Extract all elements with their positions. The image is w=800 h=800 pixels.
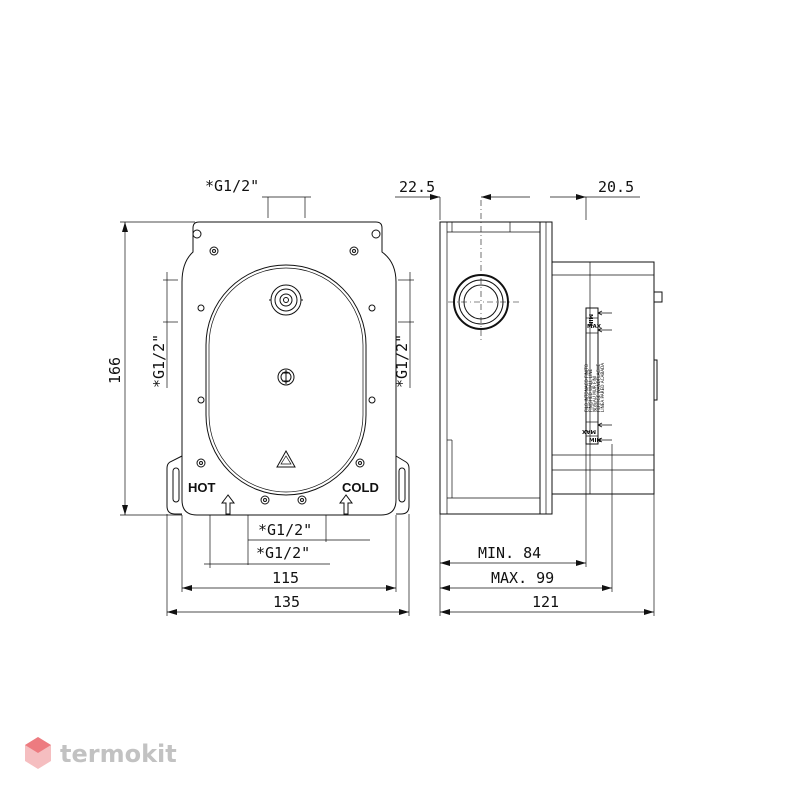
side-box-body <box>439 221 541 515</box>
dim-total-depth: 121 <box>532 593 559 611</box>
svg-text:LINEA PARED ACABADA: LINEA PARED ACABADA <box>600 363 605 412</box>
brand-name: termokit <box>60 740 177 768</box>
svg-text:NIVEAU MUR FINI: NIVEAU MUR FINI <box>592 376 597 412</box>
cover-plate <box>205 264 367 496</box>
dim-min-depth: MIN. 84 <box>478 544 541 562</box>
warning-triangle-icon <box>276 449 296 468</box>
hot-label: HOT <box>188 480 216 495</box>
cold-label: COLD <box>342 480 379 495</box>
dim-side-top-left: 22.5 <box>399 178 435 196</box>
svg-text:MAX: MAX <box>587 324 602 330</box>
screw-heads <box>196 246 376 505</box>
mount-hole-top-left <box>192 229 202 239</box>
foot-right <box>395 455 410 515</box>
svg-text:FILO INTONACO FINITO: FILO INTONACO FINITO <box>584 363 589 412</box>
wall-gauge-text: FILO INTONACO FINITO FINISHED WALL LINE … <box>584 363 605 412</box>
dim-top-thread: *G1/2" <box>205 177 259 195</box>
dim-height: 166 <box>106 357 124 384</box>
front-view: HOT COLD *G1/2" *G1/2" *G1/2" 166 <box>106 177 414 616</box>
foot-left <box>166 455 183 515</box>
wall-gauge-plate <box>585 307 599 445</box>
side-port-fitting <box>453 274 509 330</box>
dim-outer-width: 135 <box>273 593 300 611</box>
brand-logo-icon <box>25 737 51 769</box>
dim-bottom-thread-1: *G1/2" <box>258 521 312 539</box>
svg-text:MIN: MIN <box>587 314 593 327</box>
center-plug <box>277 368 295 386</box>
side-view: MIN MAX MAX MIN FILO INTONACO FINITO FIN… <box>395 178 663 616</box>
spindle-fitting <box>269 284 303 316</box>
dim-side-thread-left: *G1/2" <box>150 334 168 388</box>
dim-side-top-right: 20.5 <box>598 178 634 196</box>
svg-text:MAX: MAX <box>581 428 596 434</box>
svg-text:FINISHED WALL LINE: FINISHED WALL LINE <box>588 369 593 412</box>
brand-logo: termokit <box>25 737 177 769</box>
dim-bottom-thread-2: *G1/2" <box>256 544 310 562</box>
dim-inner-width: 115 <box>272 569 299 587</box>
hot-arrow-icon <box>221 494 235 515</box>
mount-hole-top-right <box>371 229 381 239</box>
dim-max-depth: MAX. 99 <box>491 569 554 587</box>
dim-side-thread-right: *G1/2" <box>393 334 411 388</box>
svg-text:FERTIGE WANDFLACHE: FERTIGE WANDFLACHE <box>596 363 601 412</box>
cold-arrow-icon <box>339 494 353 515</box>
housing-outline <box>181 221 397 516</box>
svg-text:MIN: MIN <box>589 438 602 444</box>
